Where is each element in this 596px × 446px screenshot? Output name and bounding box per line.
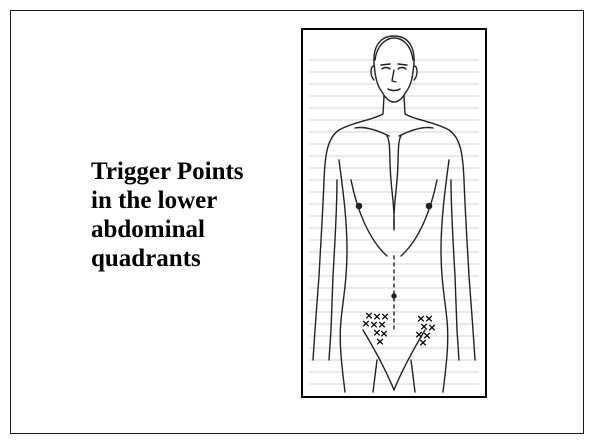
- eyebrow-right: [398, 64, 407, 65]
- title-line-4: quadrants: [91, 244, 306, 273]
- inner-arm-right: [451, 180, 459, 360]
- title-line-1: Trigger Points: [91, 157, 306, 186]
- left-ear: [371, 66, 374, 80]
- body-outline: [313, 36, 475, 392]
- title-line-3: abdominal: [91, 215, 306, 244]
- anatomy-figure: × × × × × × × × × × × × × × × ×: [301, 28, 487, 398]
- slide: Trigger Points in the lower abdominal qu…: [10, 10, 584, 434]
- trigger-point-markers: × × × × × × × × × × × × × × × ×: [361, 309, 436, 349]
- right-ear: [414, 66, 417, 80]
- title-line-2: in the lower: [91, 186, 306, 215]
- trigger-point-marker: ×: [418, 336, 427, 349]
- nipple-left: [356, 203, 361, 208]
- trigger-point-marker: ×: [375, 335, 384, 348]
- nipple-right: [426, 203, 431, 208]
- torso-illustration: × × × × × × × × × × × × × × × ×: [303, 30, 485, 396]
- inner-arm-left: [329, 180, 337, 360]
- slide-title: Trigger Points in the lower abdominal qu…: [91, 157, 306, 273]
- eyebrow-left: [381, 64, 390, 65]
